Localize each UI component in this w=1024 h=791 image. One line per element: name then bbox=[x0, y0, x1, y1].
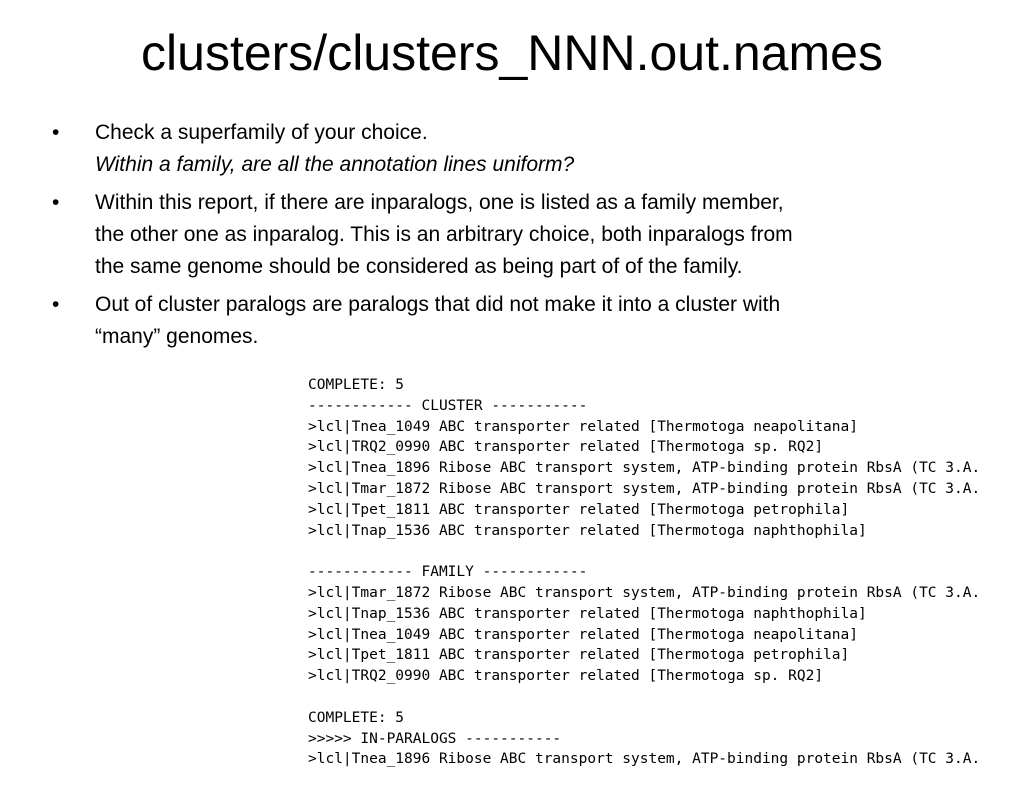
code-line: >lcl|Tpet_1811 ABC transporter related [… bbox=[308, 647, 850, 664]
code-line: >lcl|Tnap_1536 ABC transporter related [… bbox=[308, 522, 867, 539]
code-line: COMPLETE: 5 bbox=[308, 709, 405, 726]
code-line: ------------ CLUSTER ----------- bbox=[308, 397, 588, 414]
bullet-item: • Out of cluster paralogs are paralogs th… bbox=[52, 289, 952, 353]
code-line bbox=[308, 687, 1024, 708]
code-line: >lcl|Tnap_1536 ABC transporter related [… bbox=[308, 605, 867, 622]
bullet-text-line: the same genome should be considered as … bbox=[95, 255, 743, 278]
slide-title: clusters/clusters_NNN.out.names bbox=[141, 25, 883, 81]
bullet-text-line: the other one as inparalog. This is an a… bbox=[95, 223, 793, 246]
bullet-text-line: Within a family, are all the annotation … bbox=[95, 153, 575, 176]
bullet-text-line: Check a superfamily of your choice. bbox=[95, 121, 428, 144]
code-line: COMPLETE: 5 bbox=[308, 377, 405, 393]
code-line: ------------ FAMILY ------------ bbox=[308, 564, 588, 581]
bullet-text-line: “many” genomes. bbox=[95, 325, 259, 348]
bullet-list: • Check a superfamily of your choice. With… bbox=[52, 117, 952, 359]
bullet-marker: • bbox=[52, 121, 60, 144]
code-line: >>>>> IN-PARALOGS ----------- bbox=[308, 730, 562, 747]
code-line: >lcl|Tpet_1811 ABC transporter related [… bbox=[308, 501, 850, 518]
code-line: >lcl|Tmar_1872 Ribose ABC transport syst… bbox=[308, 480, 981, 497]
bullet-item: • Check a superfamily of your choice. With… bbox=[52, 117, 952, 181]
code-line: >lcl|TRQ2_0990 ABC transporter related [… bbox=[308, 668, 824, 685]
code-line: >lcl|TRQ2_0990 ABC transporter related [… bbox=[308, 439, 824, 456]
code-line: >lcl|Tnea_1896 Ribose ABC transport syst… bbox=[308, 460, 981, 477]
code-line: >lcl|Tnea_1049 ABC transporter related [… bbox=[308, 626, 858, 643]
code-line: >lcl|Tmar_1872 Ribose ABC transport syst… bbox=[308, 584, 981, 601]
bullet-marker: • bbox=[52, 191, 60, 214]
bullet-marker: • bbox=[52, 293, 60, 316]
code-line bbox=[308, 541, 1024, 562]
bullet-text-line: Within this report, if there are inparal… bbox=[95, 191, 784, 214]
bullet-item: • Within this report, if there are inpara… bbox=[52, 187, 952, 283]
code-line: >lcl|Tnea_1896 Ribose ABC transport syst… bbox=[308, 751, 981, 768]
bullet-text-line: Out of cluster paralogs are paralogs tha… bbox=[95, 293, 781, 316]
code-output-block: COMPLETE: 5 ------------ CLUSTER --------… bbox=[308, 375, 1024, 791]
code-line: >lcl|Tnea_1049 ABC transporter related [… bbox=[308, 418, 858, 435]
